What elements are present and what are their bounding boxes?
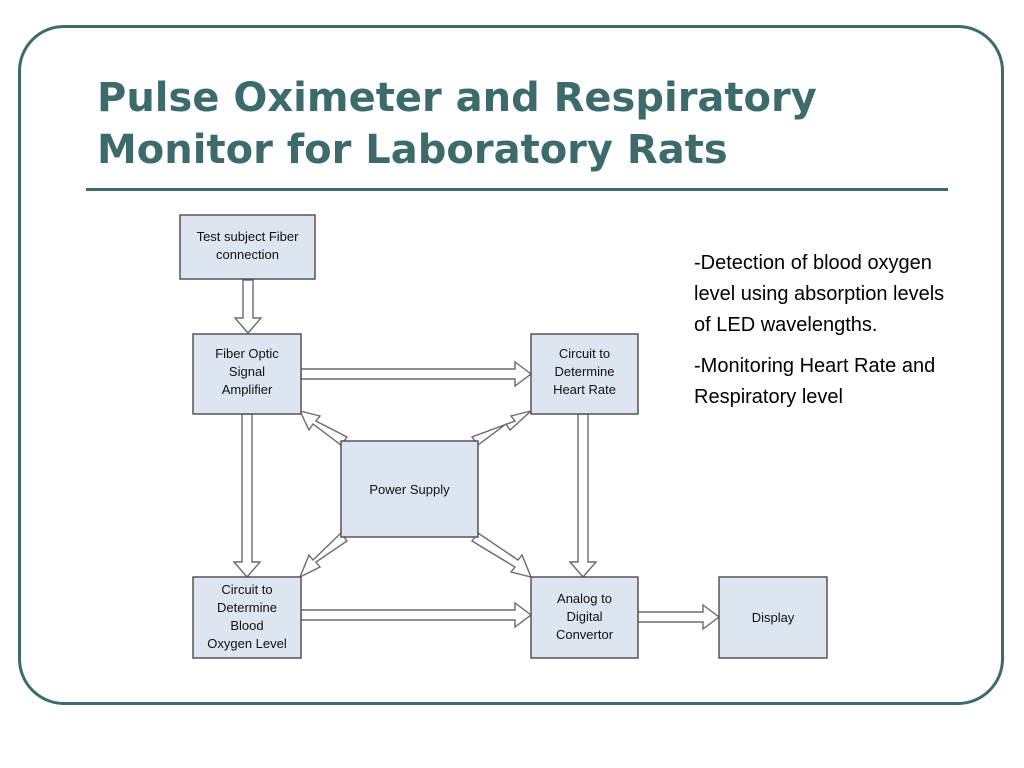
- box-power-supply-label: Power Supply: [369, 482, 450, 497]
- box-blood-oxygen-line-4: Oxygen Level: [207, 636, 287, 651]
- bullet-item: -Detection of blood oxygen level using a…: [694, 252, 945, 336]
- arrow-test-subject-to-amplifier: [233, 279, 263, 335]
- box-amplifier-line-1: Fiber Optic: [215, 346, 279, 361]
- box-adc: Analog to Digital Convertor: [530, 576, 639, 659]
- box-amplifier: Fiber Optic Signal Amplifier: [192, 333, 302, 415]
- box-adc-line-3: Convertor: [556, 627, 614, 642]
- arrow-amplifier-to-blood-oxygen: [232, 413, 262, 579]
- slide-title: Pulse Oximeter and Respiratory Monitor f…: [97, 72, 967, 176]
- slide-title-line-1: Pulse Oximeter and Respiratory: [97, 75, 817, 121]
- box-test-subject: Test subject Fiber connection: [179, 214, 316, 280]
- slide-frame: [18, 25, 1004, 705]
- box-power-supply: Power Supply: [340, 440, 479, 538]
- box-adc-line-1: Analog to: [557, 591, 612, 606]
- arrow-heart-rate-to-adc: [568, 413, 598, 579]
- box-display-label: Display: [752, 610, 795, 625]
- arrow-power-to-heart-rate: [470, 410, 532, 446]
- box-heart-rate-line-1: Circuit to: [559, 346, 610, 361]
- arrow-blood-oxygen-to-adc: [300, 601, 533, 629]
- box-heart-rate-line-3: Heart Rate: [553, 382, 616, 397]
- arrow-power-to-adc: [470, 532, 533, 579]
- title-underline: [86, 188, 948, 191]
- arrow-amplifier-to-heart-rate: [300, 360, 533, 388]
- diagram-arrows: [232, 279, 721, 631]
- box-blood-oxygen-line-3: Blood: [230, 618, 263, 633]
- slide-title-line-2: Monitor for Laboratory Rats: [97, 127, 728, 173]
- box-display: Display: [718, 576, 828, 659]
- box-test-subject-line-2: connection: [216, 247, 279, 262]
- box-heart-rate-line-2: Determine: [555, 364, 615, 379]
- arrow-power-to-blood-oxygen: [298, 531, 349, 579]
- box-adc-line-2: Digital: [566, 609, 602, 624]
- bullet-list: -Detection of blood oxygen level using a…: [694, 248, 964, 423]
- box-amplifier-line-2: Signal: [229, 364, 265, 379]
- box-heart-rate: Circuit to Determine Heart Rate: [530, 333, 639, 415]
- bullet-item: -Monitoring Heart Rate and Respiratory l…: [694, 355, 936, 408]
- arrow-adc-to-display: [637, 603, 721, 631]
- box-blood-oxygen-line-2: Determine: [217, 600, 277, 615]
- box-amplifier-line-3: Amplifier: [222, 382, 273, 397]
- box-blood-oxygen: Circuit to Determine Blood Oxygen Level: [192, 576, 302, 659]
- arrow-power-to-amplifier: [298, 409, 349, 446]
- box-blood-oxygen-line-1: Circuit to: [221, 582, 272, 597]
- box-test-subject-line-1: Test subject Fiber: [197, 229, 300, 244]
